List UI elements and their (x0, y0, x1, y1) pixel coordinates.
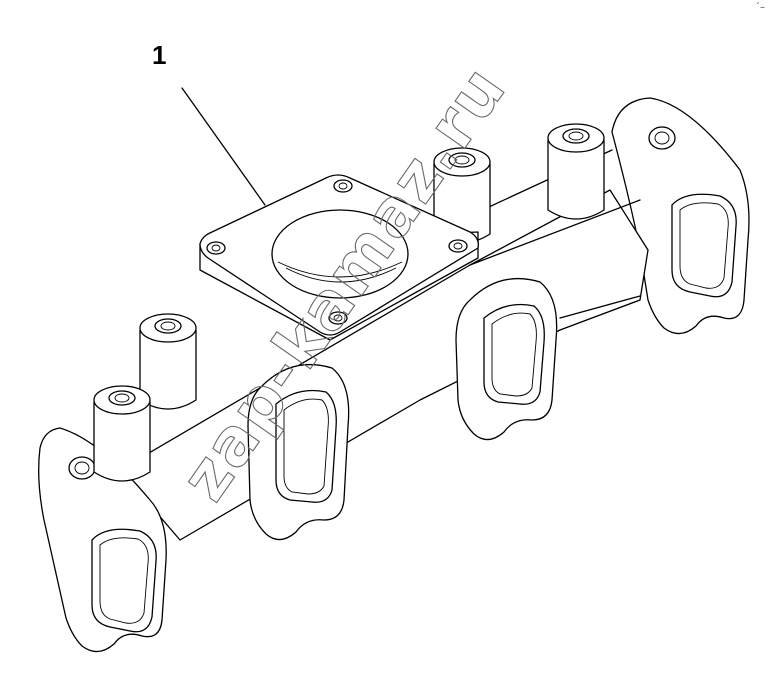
callout-label-1: 1 (152, 40, 167, 70)
port-3 (455, 278, 558, 441)
left-end-port (38, 427, 167, 653)
boss-left-rear (139, 313, 197, 410)
right-end-port (611, 97, 750, 335)
corner-mark: ´– (755, 2, 765, 13)
mounting-flange (199, 174, 479, 341)
port-2 (247, 364, 350, 541)
callout-leader-line (181, 87, 266, 206)
boss-left-front (93, 385, 151, 482)
boss-right-rear (547, 123, 605, 220)
